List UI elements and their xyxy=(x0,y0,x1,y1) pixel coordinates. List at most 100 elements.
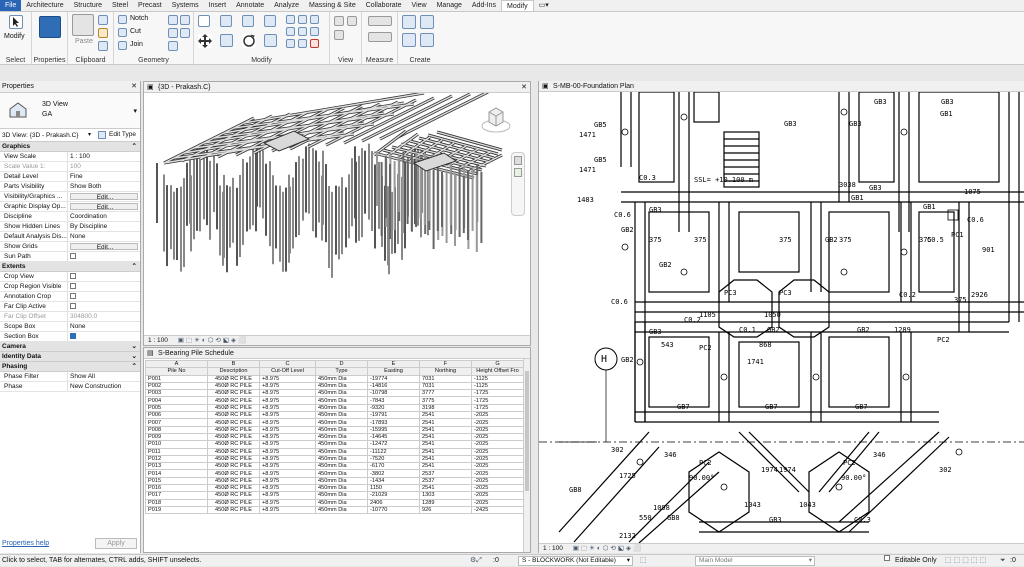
col-header[interactable]: Easting xyxy=(367,367,420,376)
table-cell[interactable]: -3802 xyxy=(367,469,420,478)
measure-icon[interactable] xyxy=(368,16,392,26)
table-cell[interactable]: 450mm Dia xyxy=(315,491,368,500)
table-cell[interactable]: -1725 xyxy=(471,396,524,405)
tab-analyze[interactable]: Analyze xyxy=(274,2,300,9)
table-cell[interactable]: +8.975 xyxy=(259,491,316,500)
notch-button[interactable]: Notch xyxy=(130,15,149,22)
table-cell[interactable]: 450mm Dia xyxy=(315,418,368,427)
group-graphics[interactable]: Graphics⌃ xyxy=(0,142,140,152)
tab-insert[interactable]: Insert xyxy=(208,2,227,9)
table-cell[interactable]: +8.975 xyxy=(259,432,316,442)
crop-region-checkbox[interactable] xyxy=(70,283,76,290)
properties-help-link[interactable]: Properties help xyxy=(2,540,50,547)
table-cell[interactable]: 450Ø RC PILE xyxy=(207,447,260,456)
zoom-icon[interactable] xyxy=(514,168,522,177)
table-cell[interactable]: 2541 xyxy=(419,454,472,464)
move-icon[interactable] xyxy=(198,34,212,48)
table-cell[interactable]: -2025 xyxy=(471,462,524,471)
sun-path-checkbox[interactable] xyxy=(70,253,76,260)
table-cell[interactable]: 2541 xyxy=(419,440,472,449)
table-cell[interactable]: 450mm Dia xyxy=(315,440,368,449)
tab-manage[interactable]: Manage xyxy=(436,2,462,9)
foundation-plan-drawing[interactable]: GB3 GB3 GB3 GB3 GB3 GB3 GB3 GB3 GB1 GB1 … xyxy=(539,92,1024,543)
table-cell[interactable]: P017 xyxy=(145,491,208,500)
graphic-display-edit-button[interactable]: Edit... xyxy=(70,203,138,210)
rotate-icon[interactable] xyxy=(242,34,256,48)
table-cell[interactable]: -7843 xyxy=(367,396,420,405)
table-cell[interactable]: -1725 xyxy=(471,403,524,413)
section-box-checkbox[interactable] xyxy=(70,333,76,340)
group-identity-data[interactable]: Identity Data⌄ xyxy=(0,352,140,362)
table-cell[interactable]: -2025 xyxy=(471,440,524,449)
modify-button[interactable]: Modify xyxy=(4,33,25,40)
table-cell[interactable]: 2541 xyxy=(419,484,472,493)
array-icon[interactable] xyxy=(286,27,295,36)
table-cell[interactable]: -2025 xyxy=(471,432,524,442)
vis-graphics-edit-button[interactable]: Edit... xyxy=(70,193,138,200)
table-cell[interactable]: P010 xyxy=(145,440,208,449)
table-cell[interactable]: +8.975 xyxy=(259,403,316,413)
table-cell[interactable]: 450mm Dia xyxy=(315,505,368,515)
table-cell[interactable]: +8.975 xyxy=(259,447,316,456)
paste-icon[interactable] xyxy=(72,14,94,36)
table-cell[interactable]: 450Ø RC PILE xyxy=(207,505,260,515)
split-icon[interactable] xyxy=(286,15,295,24)
align-icon[interactable] xyxy=(198,15,210,27)
tab-systems[interactable]: Systems xyxy=(171,2,199,9)
hide-icon[interactable] xyxy=(347,16,357,26)
table-cell[interactable]: +8.975 xyxy=(259,505,316,515)
table-cell[interactable]: -2025 xyxy=(471,469,524,478)
table-cell[interactable]: -10770 xyxy=(367,505,420,515)
notch-icon[interactable] xyxy=(118,15,127,24)
table-cell[interactable]: P019 xyxy=(145,505,208,515)
unpin-icon[interactable] xyxy=(310,27,319,36)
wall-joins-icon[interactable] xyxy=(168,15,178,25)
table-cell[interactable]: 450Ø RC PILE xyxy=(207,498,260,507)
paint-icon[interactable] xyxy=(168,28,178,38)
match-type-icon[interactable] xyxy=(98,28,108,38)
table-cell[interactable]: 3775 xyxy=(419,396,472,405)
table-cell[interactable]: -1125 xyxy=(471,374,524,383)
table-cell[interactable]: 450Ø RC PILE xyxy=(207,432,260,442)
table-cell[interactable]: +8.975 xyxy=(259,418,316,427)
workset-dropdown[interactable]: S - BLOCKWORK (Not Editable)▾ xyxy=(518,556,633,566)
table-cell[interactable]: 3777 xyxy=(419,389,472,398)
table-cell[interactable]: -12472 xyxy=(367,440,420,449)
table-cell[interactable]: 450Ø RC PILE xyxy=(207,425,260,434)
create-group-icon[interactable] xyxy=(402,33,416,47)
col-header[interactable]: Description xyxy=(207,367,260,376)
create-parts-icon[interactable] xyxy=(420,15,434,29)
table-cell[interactable]: -2025 xyxy=(471,498,524,507)
chevron-down-icon[interactable]: ▾ xyxy=(133,108,137,115)
table-cell[interactable]: +8.975 xyxy=(259,469,316,478)
table-cell[interactable]: P004 xyxy=(145,396,208,405)
table-cell[interactable]: 2541 xyxy=(419,432,472,442)
ribbon-toggle-icon[interactable]: ▭▾ xyxy=(538,2,549,9)
table-cell[interactable]: 450mm Dia xyxy=(315,469,368,478)
far-clip-checkbox[interactable] xyxy=(70,303,76,310)
close-icon[interactable]: ✕ xyxy=(131,83,137,90)
col-header[interactable]: Northing xyxy=(419,367,472,376)
edit-type-button[interactable]: Edit Type xyxy=(109,131,136,138)
tab-annotate[interactable]: Annotate xyxy=(236,2,265,9)
table-cell[interactable]: -2025 xyxy=(471,484,524,493)
plan-view-controls-icons[interactable]: ▣⬚☀◐⬡⟲⬕◈⬜ xyxy=(572,545,644,552)
table-cell[interactable]: P012 xyxy=(145,454,208,464)
table-cell[interactable]: P018 xyxy=(145,498,208,507)
create-assembly-icon[interactable] xyxy=(402,15,416,29)
table-cell[interactable]: -1434 xyxy=(367,476,420,486)
cursor-icon[interactable] xyxy=(9,15,23,29)
table-cell[interactable]: +8.975 xyxy=(259,462,316,471)
table-cell[interactable]: 450Ø RC PILE xyxy=(207,381,260,391)
tab-steel[interactable]: Steel xyxy=(112,2,129,9)
table-cell[interactable]: -7520 xyxy=(367,454,420,464)
join-icon[interactable] xyxy=(118,41,127,50)
col-header[interactable]: Cut-Off Level xyxy=(259,367,316,376)
